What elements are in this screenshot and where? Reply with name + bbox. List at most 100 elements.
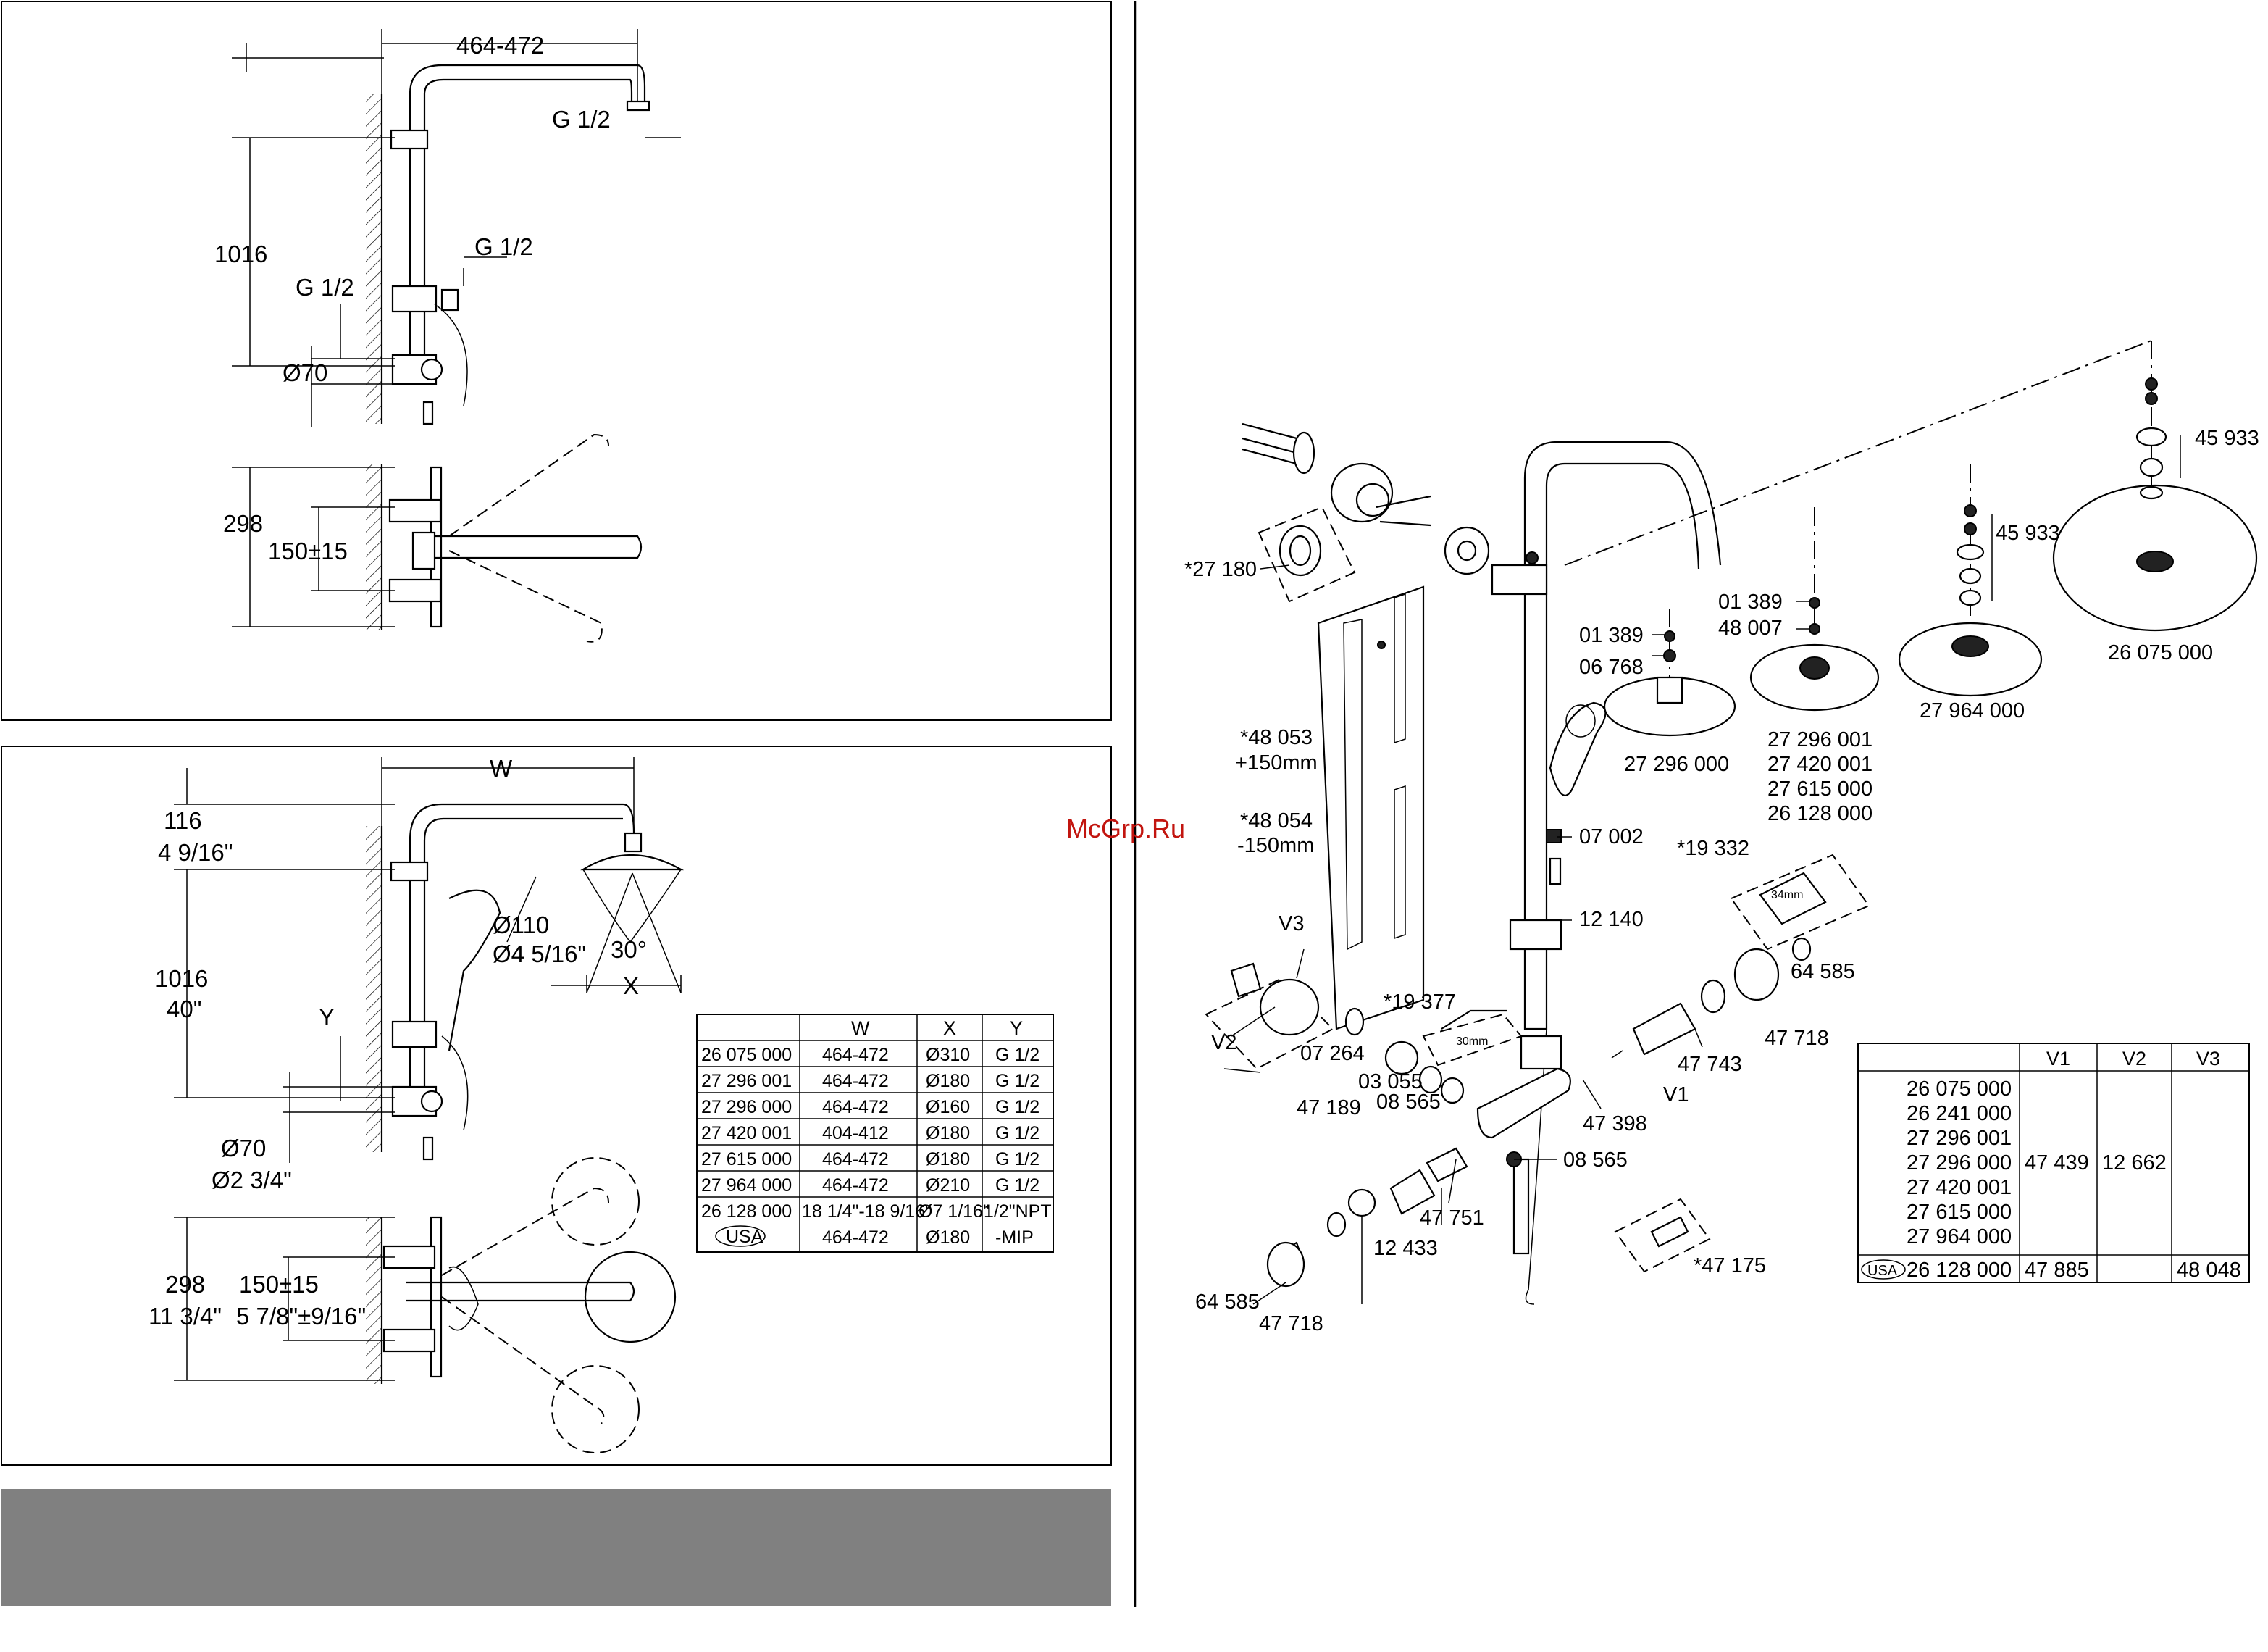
- part-27964000: 27 964 000: [1920, 699, 2025, 722]
- part-47175: *47 175: [1694, 1254, 1766, 1277]
- dim-row-8-x: Ø180: [926, 1227, 970, 1248]
- v-table-header-v1: V1: [2046, 1048, 2070, 1069]
- v-table-header-v3: V3: [2196, 1048, 2220, 1069]
- dim-row-1-y: G 1/2: [995, 1045, 1039, 1065]
- part-19377: *19 377: [1384, 990, 1456, 1014]
- middle-panel-frame: [1, 746, 1112, 1466]
- part-47398: 47 398: [1583, 1112, 1647, 1135]
- part-07264: 07 264: [1300, 1042, 1365, 1065]
- valve-table: [1857, 1043, 2250, 1283]
- part-group2-4: 26 128 000: [1767, 802, 1872, 825]
- v-usa-model: 26 128 000: [1907, 1259, 2012, 1282]
- mid-x-label: X: [623, 972, 639, 999]
- part-45933-a: 45 933: [2195, 427, 2259, 450]
- v-model-4: 27 296 000: [1907, 1151, 2012, 1175]
- dim-row-1-model: 26 075 000: [701, 1045, 792, 1065]
- top-width-dim: 464-472: [456, 32, 544, 59]
- part-group2-1: 27 296 001: [1767, 728, 1872, 751]
- dim-row-6-model: 27 964 000: [701, 1175, 792, 1196]
- top-body-height: 298: [223, 510, 263, 537]
- dim-row-8-usa: USA: [726, 1227, 763, 1247]
- dim-row-5-w: 464-472: [822, 1149, 889, 1169]
- part-v1: V1: [1663, 1083, 1689, 1106]
- dim-row-4-x: Ø180: [926, 1123, 970, 1143]
- dim-row-5-x: Ø180: [926, 1149, 970, 1169]
- part-48053-b: +150mm: [1235, 751, 1318, 775]
- dim-row-7-model: 26 128 000: [701, 1201, 792, 1222]
- part-v2: V2: [1211, 1031, 1236, 1054]
- mid-centers-mm: 150±15: [239, 1271, 319, 1298]
- part-47718-a: 47 718: [1765, 1027, 1829, 1050]
- dim-row-2-y: G 1/2: [995, 1071, 1039, 1091]
- dim-row-5-y: G 1/2: [995, 1149, 1039, 1169]
- dim-row-7-x: Ø7 1/16": [919, 1201, 989, 1222]
- dim-row-3-w: 464-472: [822, 1097, 889, 1117]
- v-model-6: 27 615 000: [1907, 1201, 2012, 1224]
- top-thread-low: G 1/2: [296, 274, 354, 301]
- part-34mm: 34mm: [1771, 889, 1803, 901]
- top-panel-frame: [1, 1, 1112, 721]
- dim-row-6-x: Ø210: [926, 1175, 970, 1196]
- part-47189: 47 189: [1297, 1096, 1361, 1119]
- v-model-7: 27 964 000: [1907, 1225, 2012, 1248]
- part-06768: 06 768: [1579, 656, 1644, 679]
- mid-hand-diam-in: Ø4 5/16": [493, 940, 586, 967]
- mid-angle: 30°: [611, 936, 647, 963]
- v-v2-value: 12 662: [2102, 1151, 2167, 1175]
- v-v1-value: 47 439: [2025, 1151, 2089, 1175]
- dim-row-8-y: -MIP: [995, 1227, 1034, 1248]
- v-model-2: 26 241 000: [1907, 1102, 2012, 1125]
- part-08565-a: 08 565: [1376, 1090, 1441, 1114]
- mid-body-in: 11 3/4": [148, 1303, 222, 1330]
- dim-row-3-model: 27 296 000: [701, 1097, 792, 1117]
- dim-row-7-w: 18 1/4"-18 9/16": [802, 1201, 932, 1222]
- part-47718-b: 47 718: [1259, 1312, 1323, 1335]
- dim-row-7-y: 1/2"NPT: [984, 1201, 1052, 1222]
- dim-table-header-w: W: [851, 1017, 870, 1039]
- top-centers: 150±15: [268, 538, 348, 564]
- dim-row-3-y: G 1/2: [995, 1097, 1039, 1117]
- part-group2-2: 27 420 001: [1767, 753, 1872, 776]
- v-usa-v1: 47 885: [2025, 1259, 2089, 1282]
- part-12433: 12 433: [1373, 1237, 1438, 1260]
- mid-hand-diam-mm: Ø110: [493, 911, 549, 938]
- v-usa-badge: USA: [1867, 1263, 1898, 1279]
- part-45933-b: 45 933: [1996, 522, 2060, 545]
- mid-diam-in: Ø2 3/4": [212, 1167, 292, 1193]
- top-diameter: Ø70: [283, 359, 327, 386]
- mid-width-dim: W: [490, 755, 513, 782]
- part-64585-a: 64 585: [1791, 960, 1855, 983]
- part-19332: *19 332: [1677, 837, 1749, 860]
- dim-row-1-w: 464-472: [822, 1045, 889, 1065]
- v-model-1: 26 075 000: [1907, 1077, 2012, 1101]
- part-v3: V3: [1279, 912, 1304, 935]
- part-47751: 47 751: [1420, 1206, 1484, 1230]
- dim-table-header-x: X: [943, 1017, 956, 1039]
- part-03055: 03 055: [1358, 1070, 1423, 1093]
- dim-row-4-y: G 1/2: [995, 1123, 1039, 1143]
- part-group2-3: 27 615 000: [1767, 777, 1872, 801]
- exploded-view: [1205, 340, 2258, 1305]
- top-side-view: [232, 29, 681, 643]
- part-48053: *48 053: [1240, 726, 1313, 749]
- mid-height-in: 40": [167, 996, 201, 1022]
- dim-row-4-model: 27 420 001: [701, 1123, 792, 1143]
- dim-row-8-w: 464-472: [822, 1227, 889, 1248]
- top-thread-mid: G 1/2: [474, 233, 533, 260]
- part-12140: 12 140: [1579, 908, 1644, 931]
- dimension-table: [696, 1014, 1054, 1253]
- v-table-header-v2: V2: [2122, 1048, 2146, 1069]
- part-27296000: 27 296 000: [1624, 753, 1729, 776]
- dim-table-header-y: Y: [1010, 1017, 1023, 1039]
- dim-row-6-y: G 1/2: [995, 1175, 1039, 1196]
- mid-top-offset-mm: 116: [164, 807, 202, 834]
- middle-side-view: [174, 757, 685, 1453]
- v-usa-v3: 48 048: [2177, 1259, 2241, 1282]
- mid-centers-in: 5 7/8"±9/16": [236, 1303, 366, 1330]
- gray-footer-band: [1, 1489, 1111, 1606]
- dim-row-1-x: Ø310: [926, 1045, 970, 1065]
- mid-diam-mm: Ø70: [221, 1135, 266, 1161]
- dim-row-2-model: 27 296 001: [701, 1071, 792, 1091]
- part-27180: *27 180: [1184, 558, 1257, 581]
